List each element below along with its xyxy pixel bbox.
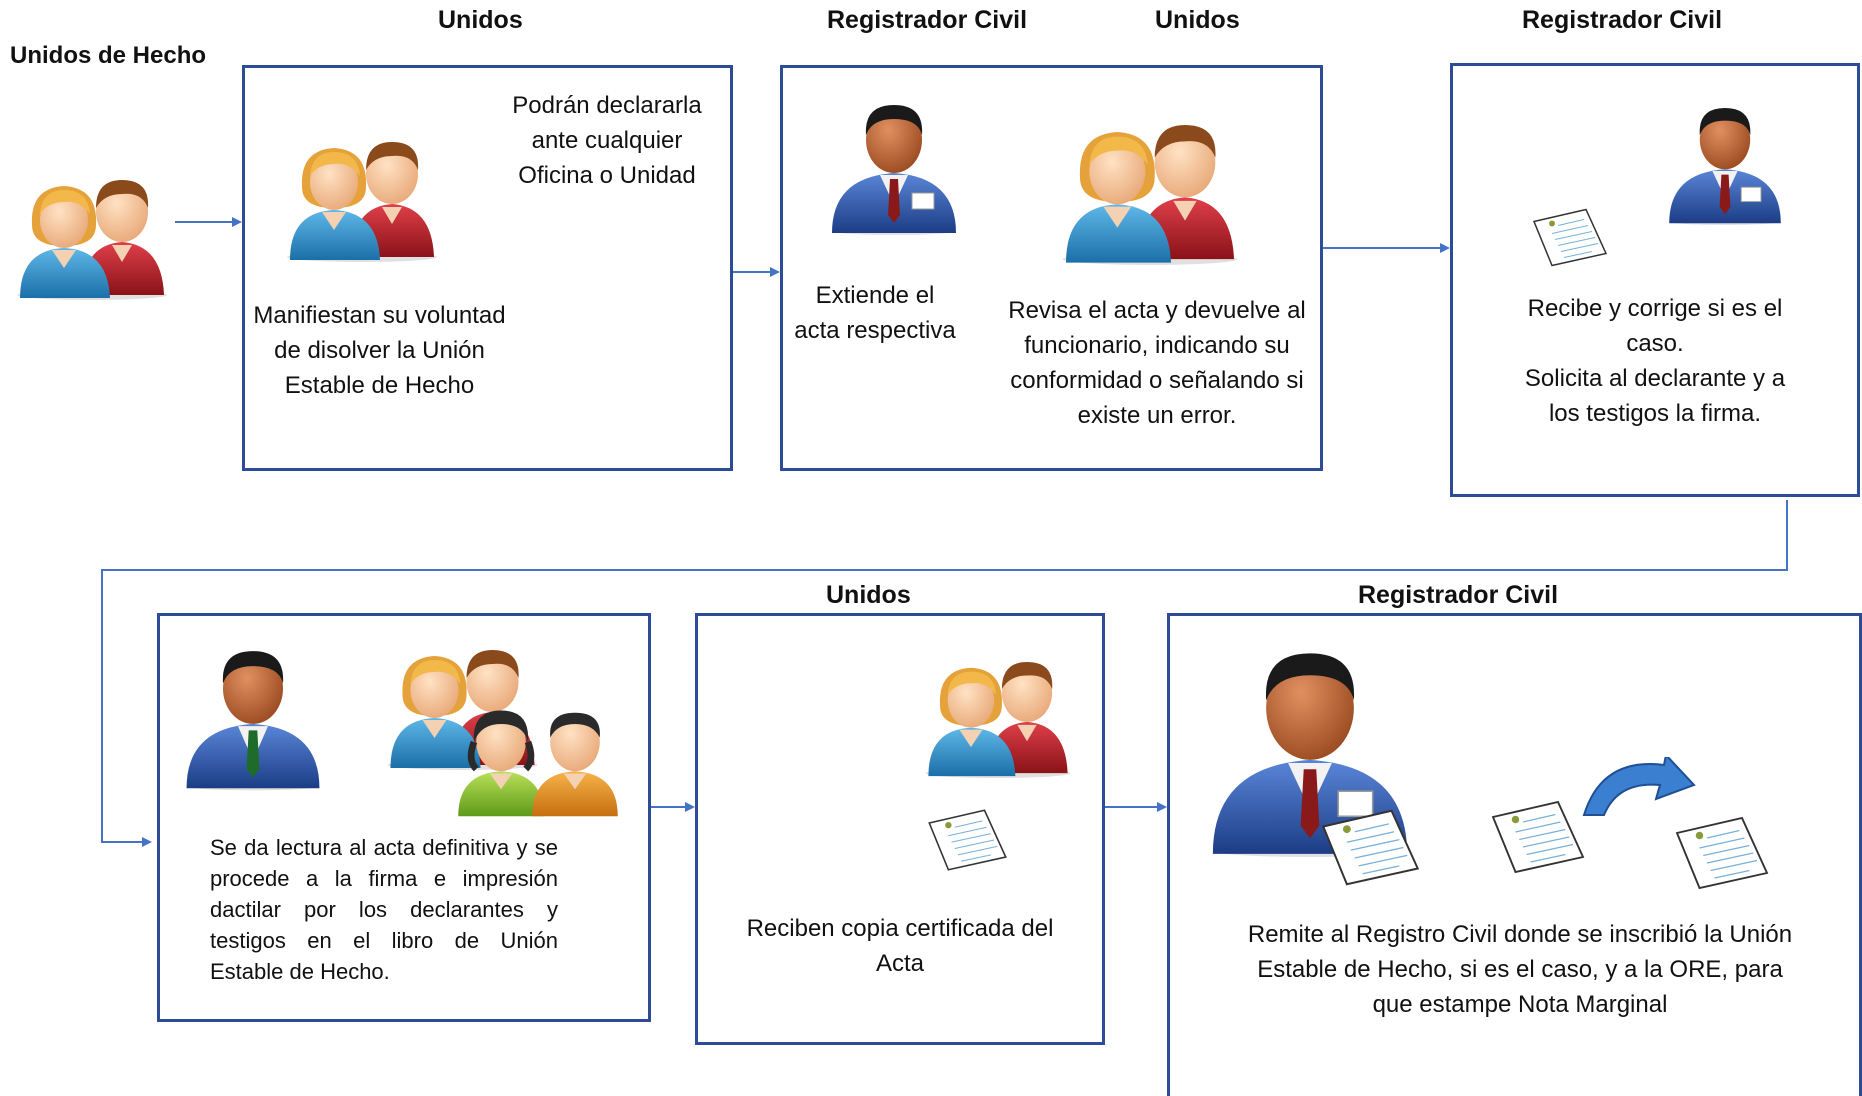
document-icon — [925, 795, 1010, 885]
box5-header: Unidos — [826, 581, 911, 609]
curved-arrow-icon — [1582, 757, 1696, 816]
box2-left-header: Registrador Civil — [827, 6, 1028, 34]
document-icon — [1530, 195, 1610, 280]
box4-text: Se da lectura al acta definitiva y se pr… — [210, 835, 558, 984]
couple-icon — [918, 633, 1078, 778]
box-registrador-recibe — [1450, 63, 1860, 497]
filing-cabinet-icon — [772, 712, 872, 824]
officer-icon — [178, 625, 328, 795]
couple-icon — [12, 150, 172, 300]
box3-header: Registrador Civil — [1522, 6, 1723, 34]
start-header: Unidos de Hecho — [10, 42, 207, 69]
box6-header: Registrador Civil — [1358, 581, 1559, 609]
document-icon — [1488, 792, 1588, 882]
box-unidos-manifiestan — [242, 65, 733, 471]
document-icon — [1318, 800, 1423, 895]
box1-header: Unidos — [438, 6, 523, 34]
box1-main-text: Manifiestan su voluntad de disolver la U… — [253, 302, 506, 399]
couple-icon — [282, 112, 442, 262]
arrow-box3-to-box4 — [101, 500, 1788, 847]
box6-text: Remite al Registro Civil donde se inscri… — [1247, 921, 1793, 1018]
box2-right-text: Revisa el acta y devuelve al funcionario… — [1008, 297, 1306, 429]
box2-left-text: Extiende el acta respectiva — [794, 282, 956, 344]
officer-icon — [1655, 90, 1795, 225]
officer-icon — [824, 85, 964, 235]
box3-text-1: Recibe y corrige si es el caso. — [1527, 295, 1783, 357]
box1-side-text: Podrán declararla ante cualquier Oficina… — [512, 92, 702, 189]
memo-icon — [1522, 80, 1582, 158]
box5-text: Reciben copia certificada del Acta — [746, 915, 1054, 977]
box3-text-2: Solicita al declarante y a los testigos … — [1524, 365, 1786, 427]
document-icon — [1672, 808, 1772, 898]
couple-icon — [1055, 90, 1245, 265]
person-icon — [530, 700, 620, 820]
box2-right-header: Unidos — [1155, 6, 1240, 34]
